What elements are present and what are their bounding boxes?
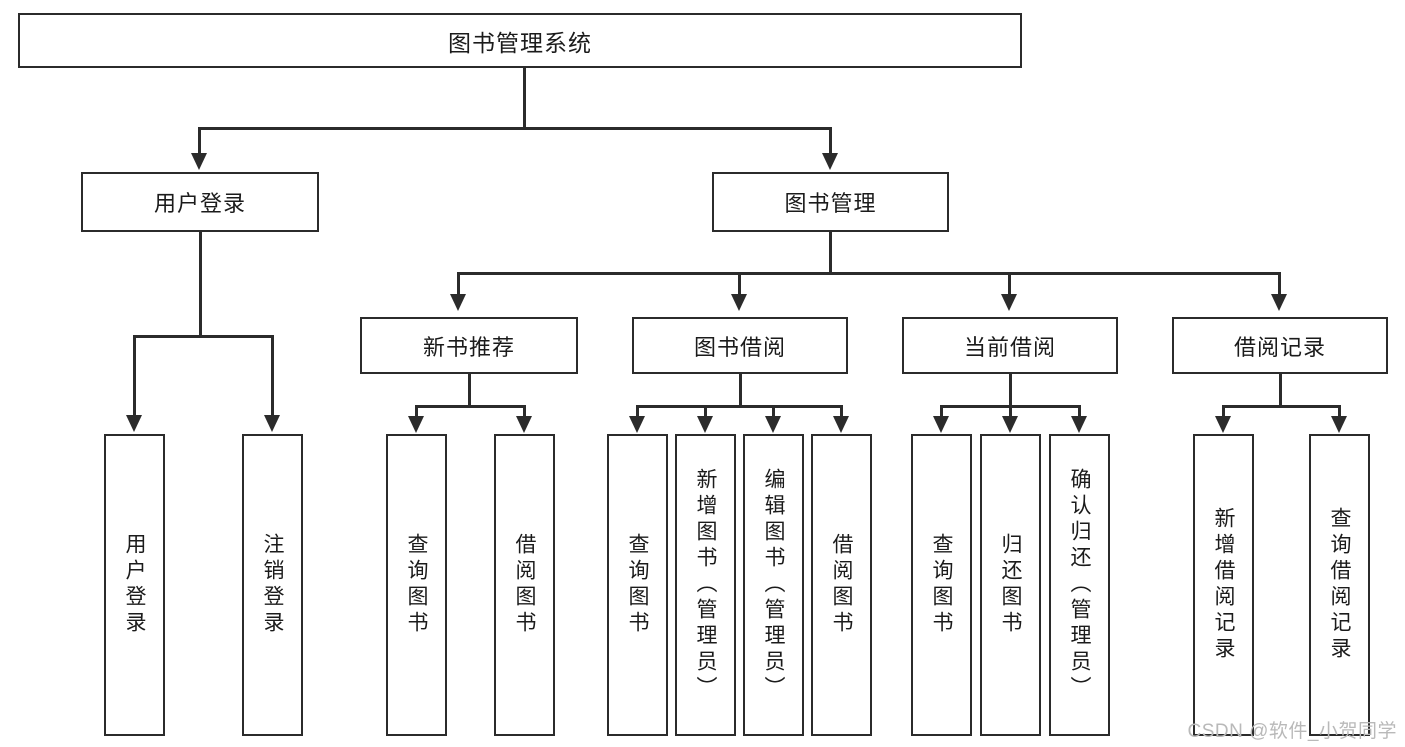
connector-current-borrow-to-leaf-3 <box>1078 405 1081 419</box>
connector-user-login-to-leaf-2 <box>271 335 274 417</box>
arrow-book-borrow-to-leaf-2 <box>697 416 713 433</box>
node-book-management[interactable]: 图书管理 <box>712 172 949 232</box>
connector-book-borrow-to-leaf-2 <box>704 405 707 419</box>
node-new-book-recommend[interactable]: 新书推荐 <box>360 317 578 374</box>
leaf-user-login[interactable]: 用户登录 <box>104 434 165 736</box>
node-user-login[interactable]: 用户登录 <box>81 172 319 232</box>
connector-bm-to-borrow-record <box>1278 272 1281 296</box>
leaf-query-borrow-record[interactable]: 查询借阅记录 <box>1309 434 1370 736</box>
node-label: 确认归还（管理员） <box>1068 468 1091 702</box>
arrow-book-borrow-to-leaf-4 <box>833 416 849 433</box>
arrow-bm-to-book-borrow <box>731 294 747 311</box>
arrow-current-borrow-to-leaf-3 <box>1071 416 1087 433</box>
leaf-add-borrow-record[interactable]: 新增借阅记录 <box>1193 434 1254 736</box>
leaf-edit-book-admin[interactable]: 编辑图书（管理员） <box>743 434 804 736</box>
arrow-new-book-to-leaf-1 <box>408 416 424 433</box>
connector-root-split-bar <box>198 127 832 130</box>
connector-current-borrow-to-leaf-2 <box>1009 405 1012 419</box>
arrow-root-to-book-management <box>822 153 838 170</box>
node-label: 图书借阅 <box>693 334 786 360</box>
leaf-add-book-admin[interactable]: 新增图书（管理员） <box>675 434 736 736</box>
leaf-query-book-current[interactable]: 查询图书 <box>911 434 972 736</box>
connector-borrow-record-to-leaf-1 <box>1222 405 1225 419</box>
connector-book-borrow-to-leaf-4 <box>840 405 843 419</box>
connector-current-borrow-to-leaf-1 <box>940 405 943 419</box>
node-label: 查询图书 <box>405 533 428 637</box>
connector-user-login-split-bar <box>133 335 273 338</box>
leaf-logout-login[interactable]: 注销登录 <box>242 434 303 736</box>
connector-current-borrow-stem <box>1009 374 1012 407</box>
node-label: 当前借阅 <box>963 334 1056 360</box>
connector-book-borrow-to-leaf-1 <box>636 405 639 419</box>
node-label: 查询图书 <box>626 533 649 637</box>
node-root-book-management-system[interactable]: 图书管理系统 <box>18 13 1022 68</box>
node-label: 用户登录 <box>153 191 246 216</box>
node-label: 借阅记录 <box>1233 334 1326 360</box>
arrow-user-login-to-leaf-2 <box>264 415 280 432</box>
node-label: 新增图书（管理员） <box>694 468 717 702</box>
connector-user-login-stem <box>199 232 202 337</box>
connector-root-to-user-login <box>198 127 201 155</box>
connector-borrow-record-stem <box>1279 374 1282 407</box>
node-label: 归还图书 <box>999 533 1022 637</box>
leaf-confirm-return-admin[interactable]: 确认归还（管理员） <box>1049 434 1110 736</box>
arrow-bm-to-new-book <box>450 294 466 311</box>
leaf-query-book-recommend[interactable]: 查询图书 <box>386 434 447 736</box>
node-label: 新增借阅记录 <box>1212 507 1235 663</box>
arrow-book-borrow-to-leaf-3 <box>765 416 781 433</box>
arrow-book-borrow-to-leaf-1 <box>629 416 645 433</box>
connector-bm-to-book-borrow <box>738 272 741 296</box>
arrow-borrow-record-to-leaf-1 <box>1215 416 1231 433</box>
connector-root-stem <box>523 68 526 129</box>
connector-new-book-to-leaf-2 <box>523 405 526 419</box>
arrow-bm-to-borrow-record <box>1271 294 1287 311</box>
connector-book-borrow-split-bar <box>636 405 842 408</box>
connector-user-login-to-leaf-1 <box>133 335 136 417</box>
connector-book-borrow-stem <box>739 374 742 407</box>
connector-book-management-split-bar <box>457 272 1281 275</box>
watermark-text: CSDN @软件_小贺同学 <box>1187 721 1397 742</box>
node-label: 编辑图书（管理员） <box>762 468 785 702</box>
connector-borrow-record-split-bar <box>1222 405 1340 408</box>
arrow-new-book-to-leaf-2 <box>516 416 532 433</box>
connector-root-to-book-management <box>829 127 832 155</box>
leaf-query-book-borrow[interactable]: 查询图书 <box>607 434 668 736</box>
arrow-current-borrow-to-leaf-2 <box>1002 416 1018 433</box>
node-label: 新书推荐 <box>422 334 515 360</box>
arrow-current-borrow-to-leaf-1 <box>933 416 949 433</box>
node-current-borrow[interactable]: 当前借阅 <box>902 317 1118 374</box>
node-label: 用户登录 <box>123 533 146 637</box>
connector-new-book-to-leaf-1 <box>415 405 418 419</box>
leaf-borrow-book-recommend[interactable]: 借阅图书 <box>494 434 555 736</box>
connector-book-management-stem <box>829 232 832 274</box>
node-label: 借阅图书 <box>830 533 853 637</box>
connector-bm-to-new-book <box>457 272 460 296</box>
node-label: 查询图书 <box>930 533 953 637</box>
node-label: 借阅图书 <box>513 533 536 637</box>
node-label: 图书管理系统 <box>448 29 592 56</box>
arrow-bm-to-current-borrow <box>1001 294 1017 311</box>
arrow-user-login-to-leaf-1 <box>126 415 142 432</box>
arrow-root-to-user-login <box>191 153 207 170</box>
connector-book-borrow-to-leaf-3 <box>772 405 775 419</box>
connector-new-book-stem <box>468 374 471 407</box>
node-borrow-record[interactable]: 借阅记录 <box>1172 317 1388 374</box>
node-label: 图书管理 <box>784 191 877 216</box>
node-label: 注销登录 <box>261 533 284 637</box>
leaf-borrow-book[interactable]: 借阅图书 <box>811 434 872 736</box>
connector-new-book-split-bar <box>415 405 525 408</box>
arrow-borrow-record-to-leaf-2 <box>1331 416 1347 433</box>
leaf-return-book[interactable]: 归还图书 <box>980 434 1041 736</box>
node-label: 查询借阅记录 <box>1328 507 1351 663</box>
node-book-borrow[interactable]: 图书借阅 <box>632 317 848 374</box>
connector-bm-to-current-borrow <box>1008 272 1011 296</box>
connector-borrow-record-to-leaf-2 <box>1338 405 1341 419</box>
